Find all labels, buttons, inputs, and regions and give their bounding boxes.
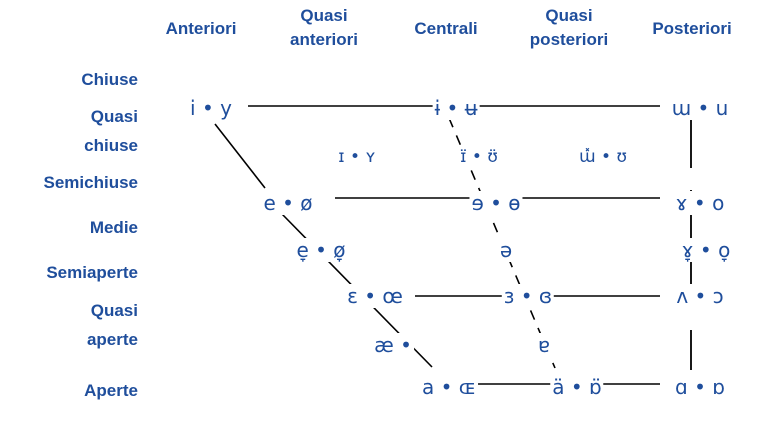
row-label-line: Aperte	[84, 381, 138, 400]
vowel-mid-front: e̞ • ø̞	[294, 238, 348, 262]
vowel-mid-back: ɤ̞ • o̞	[679, 238, 733, 262]
row-label-open: Aperte	[0, 376, 138, 405]
vowel-close-back: ɯ • u	[669, 96, 731, 120]
row-label-mid: Medie	[0, 213, 138, 242]
row-label-near-open: Quasi aperte	[0, 296, 138, 354]
column-header-near-front: Quasi anteriori	[290, 4, 358, 52]
row-label-open-mid: Semiaperte	[0, 258, 138, 287]
vowel-open-mid-central: ɜ • ɞ	[501, 284, 555, 308]
row-label-line: Medie	[89, 218, 138, 237]
row-label-line: Chiuse	[81, 70, 138, 89]
front-edge-line	[214, 123, 266, 189]
row-label-line: Semiaperte	[46, 263, 138, 282]
column-header-near-back: Quasi posteriori	[530, 4, 608, 52]
column-header-line: Anteriori	[165, 19, 237, 38]
vowel-close-mid-central: ɘ • ɵ	[469, 191, 523, 215]
row-label-close-mid: Semichiuse	[0, 168, 139, 197]
column-header-line: Posteriori	[652, 19, 732, 38]
column-header-front: Anteriori	[166, 17, 237, 41]
vowel-close-central: ɨ • ʉ	[432, 96, 480, 120]
row-label-line: Quasi	[90, 301, 138, 320]
row-label-line: aperte	[86, 330, 138, 349]
row-label-line: Quasi	[90, 107, 138, 126]
vowel-close-front: i • y	[188, 96, 234, 120]
vowel-near-open-central: ɐ	[535, 333, 553, 357]
column-header-central: Centrali	[414, 17, 477, 41]
vowel-near-close-front: ɪ • ʏ	[336, 145, 378, 169]
vowel-open-front: a • ɶ	[420, 375, 478, 399]
row-label-close: Chiuse	[0, 65, 138, 94]
vowel-open-mid-front: ɛ • œ	[345, 284, 405, 308]
vowel-mid-central: ə	[497, 238, 515, 262]
column-header-line: anteriori	[289, 30, 359, 49]
column-header-line: Quasi	[545, 6, 593, 25]
vowel-near-close-back: ɯ̽ • ʊ	[577, 145, 629, 169]
column-header-line: Centrali	[414, 19, 478, 38]
row-label-near-close: Quasi chiuse	[0, 102, 138, 160]
vowel-close-mid-back: ɤ • o	[673, 191, 727, 215]
row-label-line: Semichiuse	[43, 173, 139, 192]
vowel-near-open-front: æ •	[372, 333, 414, 357]
column-header-back: Posteriori	[652, 17, 731, 41]
vowel-near-close-central: ɪ̈ • ʊ̈	[458, 145, 500, 169]
vowel-open-back: ɑ • ɒ	[673, 375, 727, 399]
vowel-open-central: ä • ɒ̈	[550, 375, 604, 399]
column-header-line: posteriori	[529, 30, 609, 49]
vowel-open-mid-back: ʌ • ɔ	[674, 284, 726, 308]
column-header-line: Quasi	[300, 6, 348, 25]
vowel-close-mid-front: e • ø	[261, 191, 315, 215]
row-label-line: chiuse	[84, 136, 138, 155]
